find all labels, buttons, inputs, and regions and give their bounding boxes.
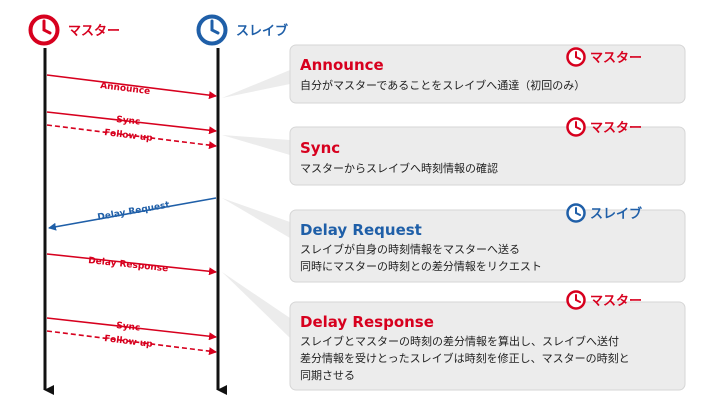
box-announce: Announce 自分がマスターであることをスレイブへ通達（初回のみ） <box>222 44 686 104</box>
message-label: Sync <box>116 321 141 333</box>
message-label: Follow up <box>104 128 154 144</box>
box-role-label: マスター <box>590 51 642 66</box>
message-delay-request: Delay Request <box>48 197 217 231</box>
actor-slave: スレイブ <box>196 14 288 46</box>
box-line: スレイブが自身の時刻情報をマスターへ送る <box>300 242 520 256</box>
message-label: Delay Response <box>88 256 169 274</box>
box-delay-response: Delay Response スレイブとマスターの時刻の差分情報を算出し、スレイ… <box>222 272 686 391</box>
message-announce: Announce <box>46 74 217 100</box>
box-title: Sync <box>300 139 340 157</box>
box-role-badge: マスター <box>566 290 642 310</box>
box-line: スレイブとマスターの時刻の差分情報を算出し、スレイブへ送付 <box>300 334 619 348</box>
message-sync-2: Sync <box>46 317 217 341</box>
box-role-label: マスター <box>590 121 642 136</box>
box-role-badge: マスター <box>566 47 642 67</box>
box-line: 同時にマスターの時刻との差分情報をリクエスト <box>300 259 542 273</box>
actor-label: スレイブ <box>236 23 288 39</box>
message-delay-response: Delay Response <box>46 253 217 276</box>
box-line: 自分がマスターであることをスレイブへ通達（初回のみ） <box>300 78 585 92</box>
box-title: Announce <box>300 56 384 74</box>
box-role-label: マスター <box>590 294 642 309</box>
box-line: 同期させる <box>300 369 355 382</box>
message-label: Follow up <box>104 334 154 350</box>
box-line: マスターからスレイブへ時刻情報の確認 <box>300 161 498 175</box>
box-delay-request: Delay Request スレイブが自身の時刻情報をマスターへ送る 同時にマス… <box>222 198 686 283</box>
box-line: 差分情報を受けとったスレイブは時刻を修正し、マスターの時刻と <box>300 351 630 365</box>
message-label: Announce <box>100 81 151 97</box>
box-role-badge: スレイブ <box>566 203 642 223</box>
box-sync: Sync マスターからスレイブへ時刻情報の確認 <box>222 126 686 186</box>
box-title: Delay Request <box>300 221 422 239</box>
actor-master: マスター <box>28 14 120 46</box>
message-sync: Sync <box>46 111 217 135</box>
callout-boxes: Announce 自分がマスターであることをスレイブへ通達（初回のみ） Sync… <box>222 44 686 391</box>
box-role-label: スレイブ <box>590 206 642 222</box>
actor-label: マスター <box>68 24 120 39</box>
message-label: Sync <box>116 115 141 127</box>
box-role-badge: マスター <box>566 117 642 137</box>
box-title: Delay Response <box>300 313 434 331</box>
message-label: Delay Request <box>97 200 171 223</box>
